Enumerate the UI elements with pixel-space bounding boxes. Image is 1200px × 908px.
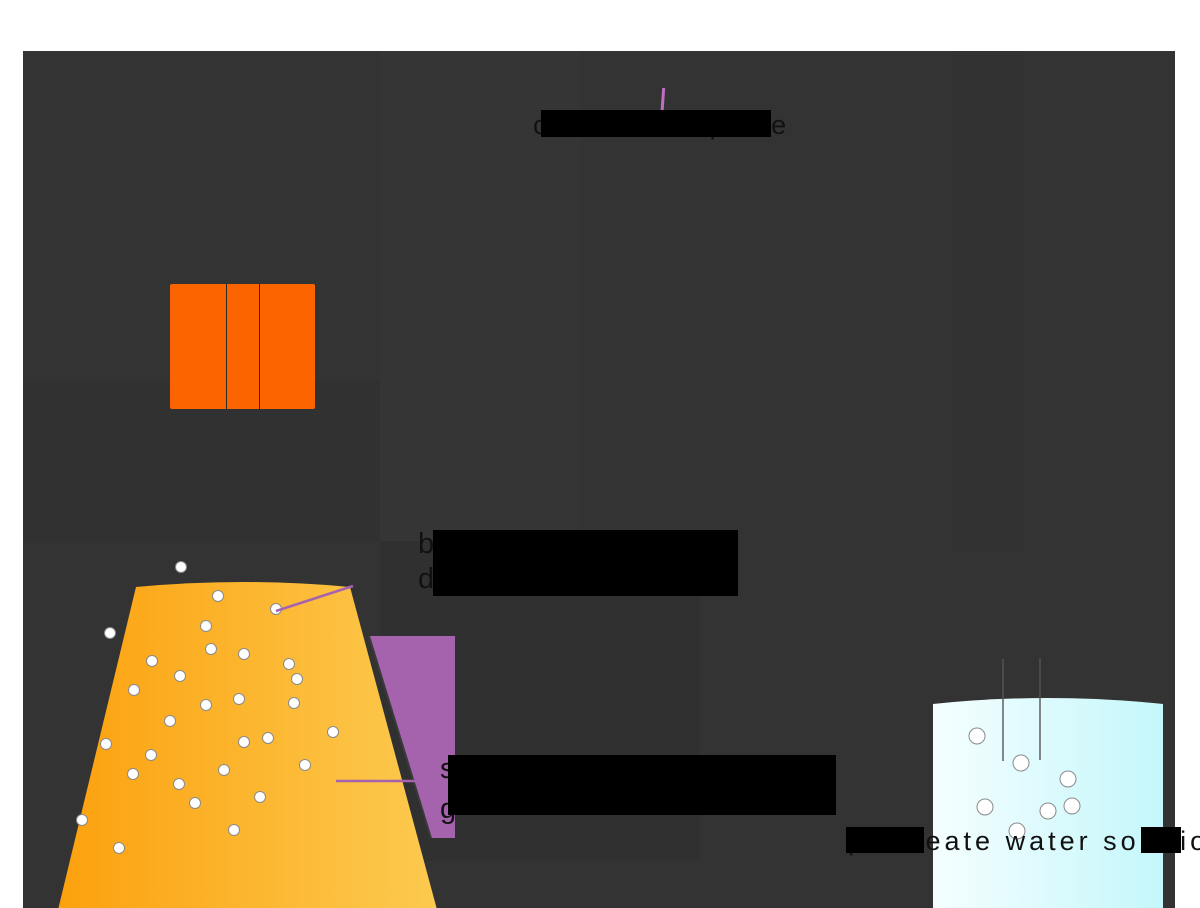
permeate-particle bbox=[968, 727, 986, 745]
feed-particle bbox=[233, 693, 245, 705]
beaker-inner-line-group bbox=[1002, 658, 1041, 761]
permeate-particle bbox=[1059, 770, 1077, 788]
bulk-concentration-label-line2: d bbox=[418, 563, 435, 595]
membrane-wedge bbox=[368, 635, 455, 839]
feed-particle bbox=[212, 590, 224, 602]
feed-particle bbox=[327, 726, 339, 738]
feed-particle bbox=[262, 732, 274, 744]
feed-particle bbox=[100, 738, 112, 750]
feed-particle bbox=[254, 791, 266, 803]
feed-particle bbox=[270, 603, 282, 615]
permeate-particle bbox=[976, 798, 994, 816]
redaction-bar-5 bbox=[1141, 827, 1181, 853]
feed-particle bbox=[228, 824, 240, 836]
feed-particle bbox=[113, 842, 125, 854]
feed-particle bbox=[76, 814, 88, 826]
feed-particle bbox=[299, 759, 311, 771]
feed-particle bbox=[218, 764, 230, 776]
permeate-particle bbox=[1012, 754, 1030, 772]
feed-particle bbox=[145, 749, 157, 761]
membrane-divider-1 bbox=[226, 284, 227, 409]
feed-particle bbox=[173, 778, 185, 790]
redaction-bar-2 bbox=[433, 530, 738, 596]
feed-particle bbox=[189, 797, 201, 809]
permeate-particle bbox=[1063, 797, 1081, 815]
feed-particle bbox=[175, 561, 187, 573]
feed-particle bbox=[127, 768, 139, 780]
permeate-particle bbox=[1039, 802, 1057, 820]
feed-particle bbox=[164, 715, 176, 727]
feed-particle bbox=[288, 697, 300, 709]
feed-particle bbox=[146, 655, 158, 667]
feed-particle bbox=[283, 658, 295, 670]
permeate-particle-group bbox=[968, 727, 1081, 840]
permeate-beaker bbox=[933, 658, 1163, 908]
feed-particle bbox=[128, 684, 140, 696]
feed-particle bbox=[205, 643, 217, 655]
redaction-bar-1 bbox=[541, 110, 771, 137]
permeate-particle bbox=[1008, 822, 1026, 840]
redaction-bar-3 bbox=[448, 755, 836, 815]
redaction-bar-4 bbox=[846, 827, 924, 853]
feed-particle bbox=[200, 620, 212, 632]
feed-particle-group bbox=[76, 561, 339, 854]
feed-particle bbox=[238, 736, 250, 748]
feed-particle bbox=[200, 699, 212, 711]
membrane-stack bbox=[170, 284, 315, 409]
membrane-wedge-edge bbox=[368, 635, 432, 839]
membrane-wedge-body bbox=[369, 636, 455, 838]
feed-particle bbox=[104, 627, 116, 639]
feed-particle bbox=[238, 648, 250, 660]
membrane-divider-2 bbox=[259, 284, 260, 409]
feed-chamber bbox=[58, 561, 437, 908]
feed-particle bbox=[291, 673, 303, 685]
feed-particle bbox=[174, 670, 186, 682]
background-block-right bbox=[953, 51, 1023, 551]
